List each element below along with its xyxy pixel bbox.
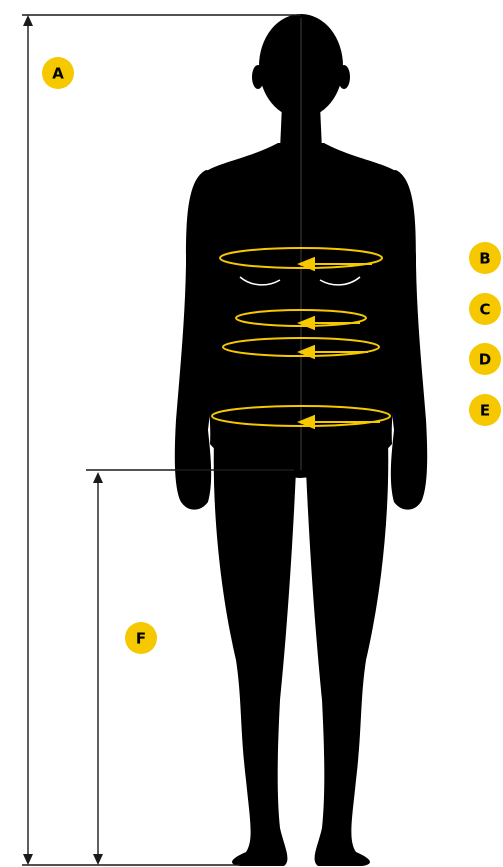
badge-d: D [469, 343, 501, 375]
badge-e: E [469, 394, 501, 426]
badge-a: A [42, 57, 74, 89]
badge-f-label: F [136, 630, 146, 648]
badge-e-label: E [480, 402, 490, 420]
badge-c: C [469, 293, 501, 325]
badge-a-label: A [52, 65, 64, 83]
badge-f: F [125, 622, 157, 654]
badge-d-label: D [479, 351, 491, 369]
badge-b-label: B [479, 250, 490, 268]
badge-c-label: C [479, 301, 490, 319]
badge-b: B [469, 242, 501, 274]
